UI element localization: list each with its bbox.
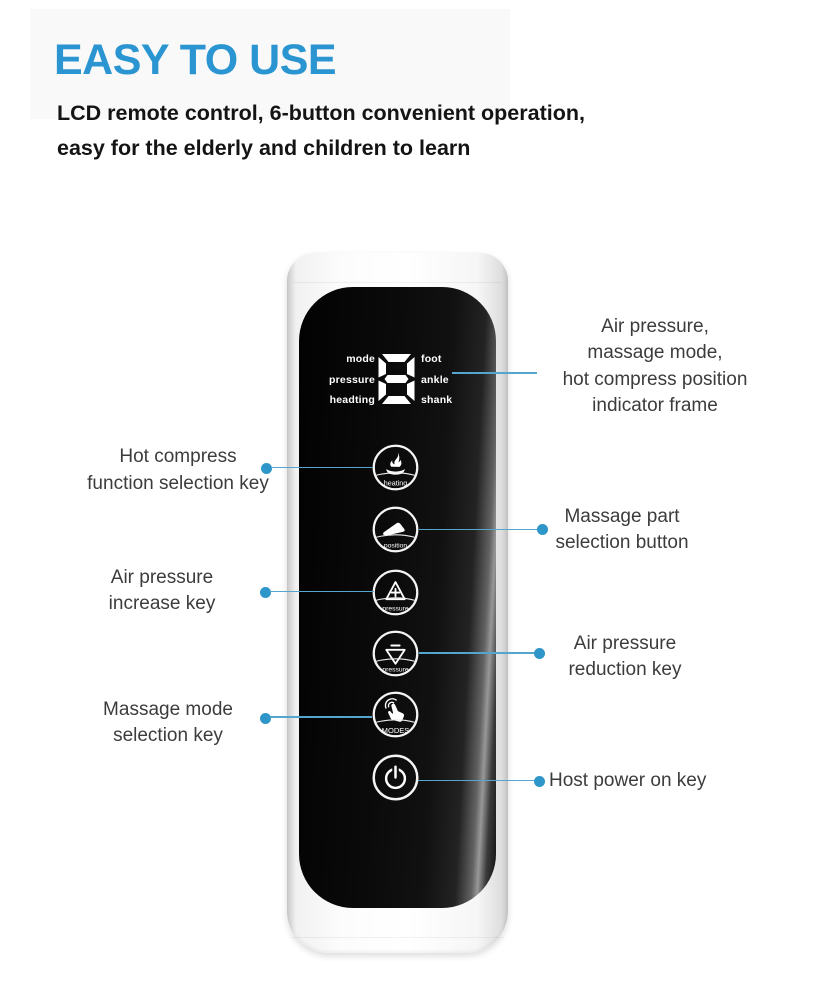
seven-segment-digit <box>376 352 417 411</box>
callout-dot <box>536 523 548 535</box>
heating-button-label: heating <box>384 479 407 487</box>
lcd-label-mode: mode <box>346 353 375 365</box>
subtitle-line-2: easy for the elderly and children to lea… <box>57 136 471 160</box>
callout-dot <box>259 586 271 598</box>
position-button-label: position <box>384 542 407 549</box>
callout-dot <box>260 462 272 474</box>
seven-segment-8-icon <box>378 354 415 404</box>
modes-button: MODES <box>372 691 419 738</box>
page-subtitle: LCD remote control, 6-button convenient … <box>57 96 585 166</box>
callout-dot <box>533 647 545 659</box>
callout-line <box>418 779 534 782</box>
callout-line <box>419 528 537 531</box>
callout-line <box>271 466 373 469</box>
callout-dot <box>533 775 545 787</box>
flame-icon <box>386 451 405 475</box>
callout-indicator-frame: Air pressure, massage mode, hot compress… <box>562 315 748 417</box>
button-chord-line <box>375 596 416 601</box>
callout-line <box>270 590 374 593</box>
subtitle-line-1: LCD remote control, 6-button convenient … <box>57 101 585 125</box>
button-ring <box>372 630 419 676</box>
button-ring <box>372 754 419 801</box>
callout-host-power-key: Host power on key <box>549 770 707 791</box>
lcd-label-shank: shank <box>421 394 453 406</box>
button-ring <box>372 444 419 490</box>
button-chord-line <box>375 657 416 662</box>
triangle-up-plus-icon <box>385 580 406 600</box>
pressure-increase-button: pressure <box>372 569 419 616</box>
callout-massage-mode-key: Massage mode selection key <box>103 698 233 747</box>
lcd-label-pressure: pressure <box>329 373 375 386</box>
triangle-down-minus-icon <box>385 644 406 665</box>
pressure-reduction-button-label: pressure <box>382 666 408 673</box>
lcd-label-ankle: ankle <box>421 373 449 386</box>
callout-hot-compress-key: Hot compress function selection key <box>87 446 269 494</box>
foot-icon <box>383 522 405 536</box>
modes-button-label: MODES <box>382 725 410 734</box>
power-icon <box>384 765 407 790</box>
callout-line <box>270 716 372 718</box>
body-seam-bottom <box>291 937 504 938</box>
callout-pressure-reduction-key: Air pressure reduction key <box>568 632 682 681</box>
body-seam-top <box>293 282 502 283</box>
heating-button: heating <box>372 444 419 491</box>
button-chord-line <box>375 718 416 723</box>
button-chord-line <box>375 534 416 538</box>
touch-hand-icon <box>384 697 405 722</box>
callout-pressure-increase-key: Air pressure increase key <box>108 566 216 615</box>
callout-line <box>452 372 537 374</box>
position-button: position <box>372 506 419 553</box>
button-ring <box>372 506 419 553</box>
button-ring <box>372 691 419 737</box>
lcd-label-headting: headting <box>329 394 375 406</box>
page-title: EASY TO USE <box>54 36 337 84</box>
callout-massage-part-button: Massage part selection button <box>555 505 689 554</box>
pressure-increase-button-label: pressure <box>382 605 408 612</box>
header-background <box>30 9 510 119</box>
button-chord-line <box>375 471 416 476</box>
callout-line <box>419 652 534 654</box>
callout-dot <box>259 712 271 724</box>
lcd-label-foot: foot <box>421 353 442 365</box>
power-button <box>372 754 419 801</box>
pressure-reduction-button: pressure <box>372 630 419 677</box>
